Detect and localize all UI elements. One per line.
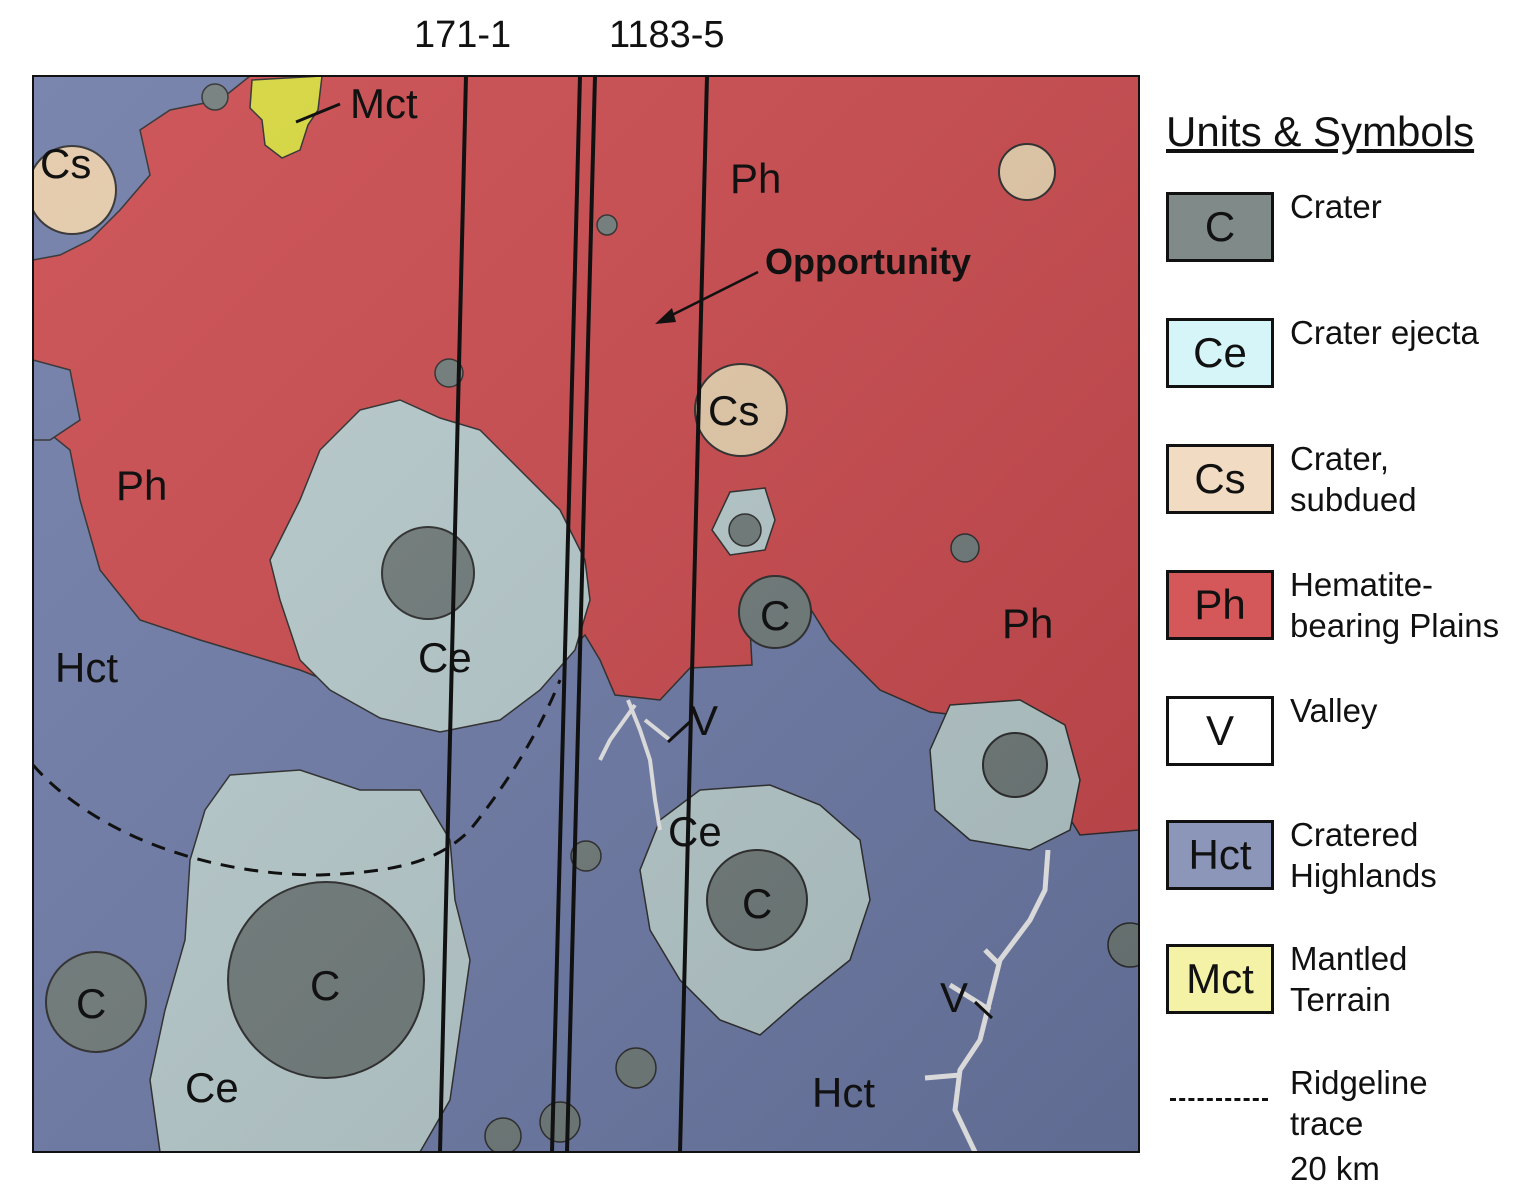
label-ph-right: Ph <box>1002 600 1053 647</box>
legend-item-valley: V Valley <box>1166 692 1526 776</box>
mct-leader <box>295 102 341 124</box>
track-label-171-1: 171-1 <box>414 14 512 56</box>
label-hct-left: Hct <box>55 644 118 691</box>
legend-line: Mantled <box>1290 940 1408 977</box>
track-line-171-1 <box>438 76 468 1152</box>
legend-swatch-mct: Mct <box>1166 944 1274 1014</box>
ridgeline-dash-symbol <box>1170 1098 1268 1101</box>
legend-line: Crater ejecta <box>1290 314 1479 351</box>
legend-line: Terrain <box>1290 981 1391 1018</box>
legend-item-crater: C Crater <box>1166 188 1526 272</box>
ridgeline-trace <box>33 679 562 877</box>
track-line-1183-5 <box>678 76 709 1152</box>
legend-item-crater-ejecta: Ce Crater ejecta <box>1166 314 1526 398</box>
legend-line: Hematite- <box>1290 566 1434 603</box>
legend-item-ridgeline: Ridgeline trace <box>1166 1064 1526 1148</box>
legend-text-cratered-highlands: Cratered Highlands <box>1290 814 1437 896</box>
label-ce-bottom: Ce <box>185 1064 239 1111</box>
legend-item-cratered-highlands: Hct Cratered Highlands <box>1166 816 1526 900</box>
legend-swatch-v: V <box>1166 696 1274 766</box>
label-hct-bottom: Hct <box>812 1069 875 1116</box>
legend-line: trace <box>1290 1105 1364 1142</box>
label-c-big: C <box>310 962 340 1009</box>
track-line-a <box>550 76 582 1152</box>
legend-swatch-c: C <box>1166 192 1274 262</box>
opportunity-arrow <box>661 270 759 322</box>
legend-line: Crater <box>1290 188 1382 225</box>
valley-right <box>924 849 1051 1152</box>
track-label-1183-5: 1183-5 <box>609 14 725 56</box>
legend-swatch-ce: Ce <box>1166 318 1274 388</box>
valley-mid <box>598 699 672 831</box>
scale-label: 20 km <box>1290 1150 1380 1187</box>
label-ph-left: Ph <box>116 462 167 509</box>
legend-line: Cratered <box>1290 816 1419 853</box>
label-cs-center: Cs <box>708 387 759 434</box>
label-ce-right: Ce <box>668 808 722 855</box>
valley-leader-mid <box>666 718 694 744</box>
legend-line: Valley <box>1290 692 1378 729</box>
label-mct: Mct <box>350 80 418 127</box>
label-cs-left: Cs <box>40 140 91 187</box>
legend-text-mantled-terrain: Mantled Terrain <box>1290 938 1407 1020</box>
map-frame <box>32 75 1140 1153</box>
legend-text-crater: Crater <box>1290 186 1382 227</box>
track-line-b <box>565 76 597 1152</box>
legend-swatch-cs: Cs <box>1166 444 1274 514</box>
legend-line: Crater, <box>1290 440 1390 477</box>
label-opportunity: Opportunity <box>765 241 971 282</box>
label-v-right: V <box>940 974 968 1021</box>
legend-swatch-ph: Ph <box>1166 570 1274 640</box>
legend-text-crater-ejecta: Crater ejecta <box>1290 312 1479 353</box>
legend-text-crater-subdued: Crater, subdued <box>1290 438 1417 520</box>
legend-text-ridgeline: Ridgeline trace <box>1290 1062 1428 1144</box>
legend-swatch-hct: Hct <box>1166 820 1274 890</box>
legend-item-mantled-terrain: Mct Mantled Terrain <box>1166 940 1526 1024</box>
label-ph-top: Ph <box>730 155 781 202</box>
terrain-shading <box>33 76 1139 1152</box>
label-c-right: C <box>742 880 772 927</box>
label-c-left: C <box>76 980 106 1027</box>
legend-line: Highlands <box>1290 857 1437 894</box>
legend-line: bearing Plains <box>1290 607 1500 644</box>
label-c-mid: C <box>760 592 790 639</box>
legend-title: Units & Symbols <box>1166 108 1475 155</box>
legend-item-crater-subdued: Cs Crater, subdued <box>1166 440 1526 524</box>
label-ce-center: Ce <box>418 634 472 681</box>
legend-line: Ridgeline <box>1290 1064 1428 1101</box>
legend-text-hematite-plains: Hematite- bearing Plains <box>1290 564 1499 646</box>
label-v-mid: V <box>690 697 718 744</box>
opportunity-arrowhead <box>655 308 676 324</box>
valley-leader-right <box>973 1000 994 1020</box>
legend-text-valley: Valley <box>1290 690 1377 731</box>
legend-item-hematite-plains: Ph Hematite- bearing Plains <box>1166 566 1526 650</box>
legend-line: subdued <box>1290 481 1417 518</box>
